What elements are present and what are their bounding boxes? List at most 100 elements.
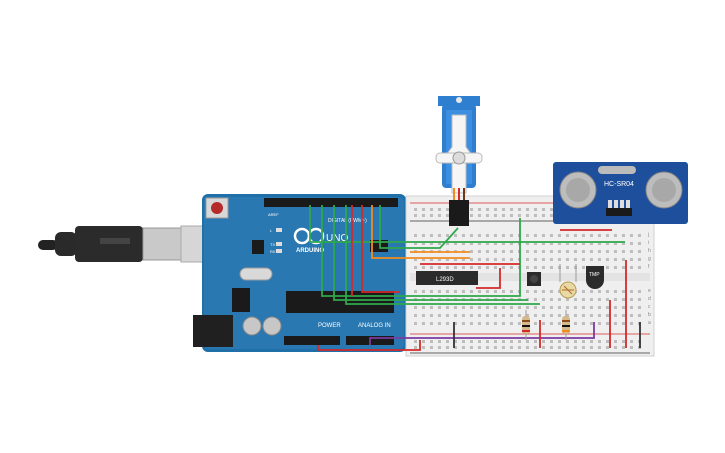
breadboard-hole	[606, 234, 609, 237]
row-letter: i	[648, 240, 649, 246]
breadboard-hole	[622, 340, 625, 343]
breadboard-hole	[446, 242, 449, 245]
breadboard-hole	[638, 298, 641, 301]
breadboard-hole	[534, 234, 537, 237]
breadboard-hole	[462, 322, 465, 325]
breadboard-row-letters-bottom: e d c b a	[648, 288, 651, 326]
breadboard-hole	[534, 290, 537, 293]
wire-red	[361, 205, 400, 293]
breadboard-hole	[422, 258, 425, 261]
breadboard-hole	[614, 258, 617, 261]
breadboard-hole	[446, 258, 449, 261]
breadboard-hole	[542, 242, 545, 245]
breadboard-hole	[550, 298, 553, 301]
photoresistor	[559, 264, 577, 299]
breadboard-hole	[494, 346, 497, 349]
breadboard-hole	[590, 290, 593, 293]
breadboard-hole	[630, 322, 633, 325]
breadboard-hole	[438, 234, 441, 237]
breadboard-hole	[526, 290, 529, 293]
breadboard-hole	[574, 322, 577, 325]
breadboard-hole	[510, 290, 513, 293]
breadboard-hole	[430, 306, 433, 309]
breadboard-hole	[542, 258, 545, 261]
breadboard-hole	[558, 306, 561, 309]
breadboard-hole	[526, 306, 529, 309]
breadboard-hole	[558, 242, 561, 245]
breadboard-hole	[502, 234, 505, 237]
breadboard-hole	[494, 322, 497, 325]
breadboard-hole	[502, 266, 505, 269]
breadboard-hole	[542, 298, 545, 301]
breadboard-hole	[438, 208, 441, 211]
breadboard-hole	[462, 306, 465, 309]
breadboard-hole	[582, 298, 585, 301]
row-letter: d	[648, 296, 651, 302]
capacitor	[242, 316, 262, 336]
breadboard-hole	[622, 290, 625, 293]
breadboard-hole	[638, 258, 641, 261]
breadboard-hole	[534, 250, 537, 253]
breadboard-hole	[478, 266, 481, 269]
breadboard-hole	[430, 346, 433, 349]
breadboard-hole	[542, 290, 545, 293]
breadboard-hole	[438, 214, 441, 217]
aref-label: AREF	[268, 212, 279, 217]
breadboard-hole	[542, 322, 545, 325]
breadboard-hole	[566, 340, 569, 343]
breadboard-hole	[430, 322, 433, 325]
breadboard-hole	[630, 242, 633, 245]
breadboard-hole	[614, 234, 617, 237]
breadboard-hole	[438, 346, 441, 349]
breadboard-hole	[638, 242, 641, 245]
power-jack	[193, 315, 233, 347]
breadboard-hole	[438, 340, 441, 343]
breadboard-hole	[454, 234, 457, 237]
breadboard-hole	[478, 242, 481, 245]
breadboard-hole	[454, 306, 457, 309]
breadboard-hole	[526, 208, 529, 211]
breadboard-hole	[470, 242, 473, 245]
breadboard-hole	[606, 258, 609, 261]
reset-button[interactable]	[205, 197, 229, 219]
breadboard-hole	[598, 250, 601, 253]
breadboard-hole	[534, 346, 537, 349]
breadboard-hole	[574, 242, 577, 245]
breadboard-hole	[558, 250, 561, 253]
breadboard-hole	[430, 214, 433, 217]
breadboard-hole	[494, 234, 497, 237]
breadboard-hole	[422, 234, 425, 237]
breadboard-hole	[414, 266, 417, 269]
breadboard-hole	[566, 314, 569, 317]
breadboard-hole	[526, 346, 529, 349]
breadboard-hole	[582, 266, 585, 269]
breadboard-hole	[630, 298, 633, 301]
breadboard-hole	[470, 258, 473, 261]
breadboard-hole	[414, 208, 417, 211]
arduino-logo-icon	[293, 227, 325, 245]
push-button[interactable]	[527, 272, 541, 286]
breadboard-hole	[566, 258, 569, 261]
breadboard-hole	[510, 250, 513, 253]
breadboard-hole	[566, 234, 569, 237]
breadboard-hole	[630, 234, 633, 237]
breadboard-hole	[486, 346, 489, 349]
breadboard-hole	[414, 234, 417, 237]
breadboard-hole	[422, 242, 425, 245]
breadboard-hole	[630, 346, 633, 349]
breadboard-hole	[438, 266, 441, 269]
breadboard-hole	[526, 250, 529, 253]
breadboard-hole	[478, 290, 481, 293]
breadboard-hole	[614, 306, 617, 309]
capacitor	[262, 316, 282, 336]
breadboard-hole	[462, 266, 465, 269]
breadboard-hole	[478, 214, 481, 217]
breadboard-hole	[454, 322, 457, 325]
breadboard-hole	[510, 314, 513, 317]
breadboard-hole	[542, 208, 545, 211]
breadboard-hole	[558, 290, 561, 293]
arduino-model: UNO	[326, 233, 348, 244]
breadboard-hole	[622, 322, 625, 325]
breadboard-hole	[486, 290, 489, 293]
row-letter: c	[648, 304, 651, 310]
